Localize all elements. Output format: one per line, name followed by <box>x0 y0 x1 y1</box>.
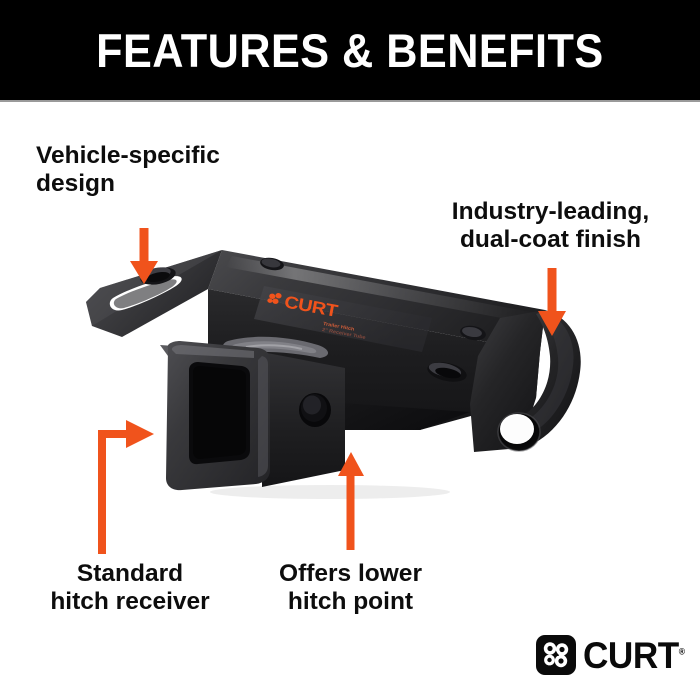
callout-arrow-vehicle-specific <box>130 228 158 284</box>
svg-text:Trailer Hitch: Trailer Hitch <box>323 321 355 332</box>
svg-text:2" Receiver Tube: 2" Receiver Tube <box>321 327 366 341</box>
hitch-mount-hole-4 <box>427 362 467 382</box>
brand-wordmark: CURT® <box>583 637 685 674</box>
hitch-weld-bead <box>222 336 329 358</box>
hitch-beam-front-face <box>208 289 540 430</box>
header-bar: FEATURES & BENEFITS <box>0 0 700 100</box>
hitch-right-arm-hole <box>498 413 540 451</box>
callout-arrow-standard-hitch-receiver <box>98 420 154 554</box>
product-decal: CURT Trailer Hitch 2" Receiver Tube <box>254 286 432 352</box>
callout-label-dual-coat-finish: Industry-leading, dual-coat finish <box>451 198 650 254</box>
callout-label-offers-lower-hitch-point: Offers lower hitch point <box>279 560 422 616</box>
hitch-mount-hole-2 <box>260 257 284 271</box>
callout-label-vehicle-specific: Vehicle-specific design <box>36 142 220 198</box>
page-title: FEATURES & BENEFITS <box>96 23 604 77</box>
registered-trademark-symbol: ® <box>678 646 686 657</box>
hitch-receiver-pin-hole <box>299 393 331 427</box>
hitch-receiver-opening <box>189 362 250 465</box>
hitch-receiver-tube-front <box>166 341 270 491</box>
callout-arrow-offers-lower-hitch-point <box>338 452 364 550</box>
brand-logo: CURT® <box>536 632 686 678</box>
header-divider <box>0 100 700 102</box>
curt-pinwheel-icon <box>536 635 576 675</box>
hitch-main-beam-top <box>208 250 545 352</box>
callout-arrow-dual-coat-finish <box>538 268 566 336</box>
svg-text:CURT: CURT <box>283 292 340 321</box>
hitch-underside <box>260 400 470 430</box>
hitch-receiver-tube-top <box>160 345 268 360</box>
brand-name: CURT <box>583 634 679 676</box>
hitch-mount-hole-3 <box>460 325 486 341</box>
hitch-right-arm <box>470 310 545 452</box>
callout-label-standard-hitch-receiver: Standard hitch receiver <box>50 560 210 616</box>
hitch-receiver-tube-side <box>262 352 345 487</box>
